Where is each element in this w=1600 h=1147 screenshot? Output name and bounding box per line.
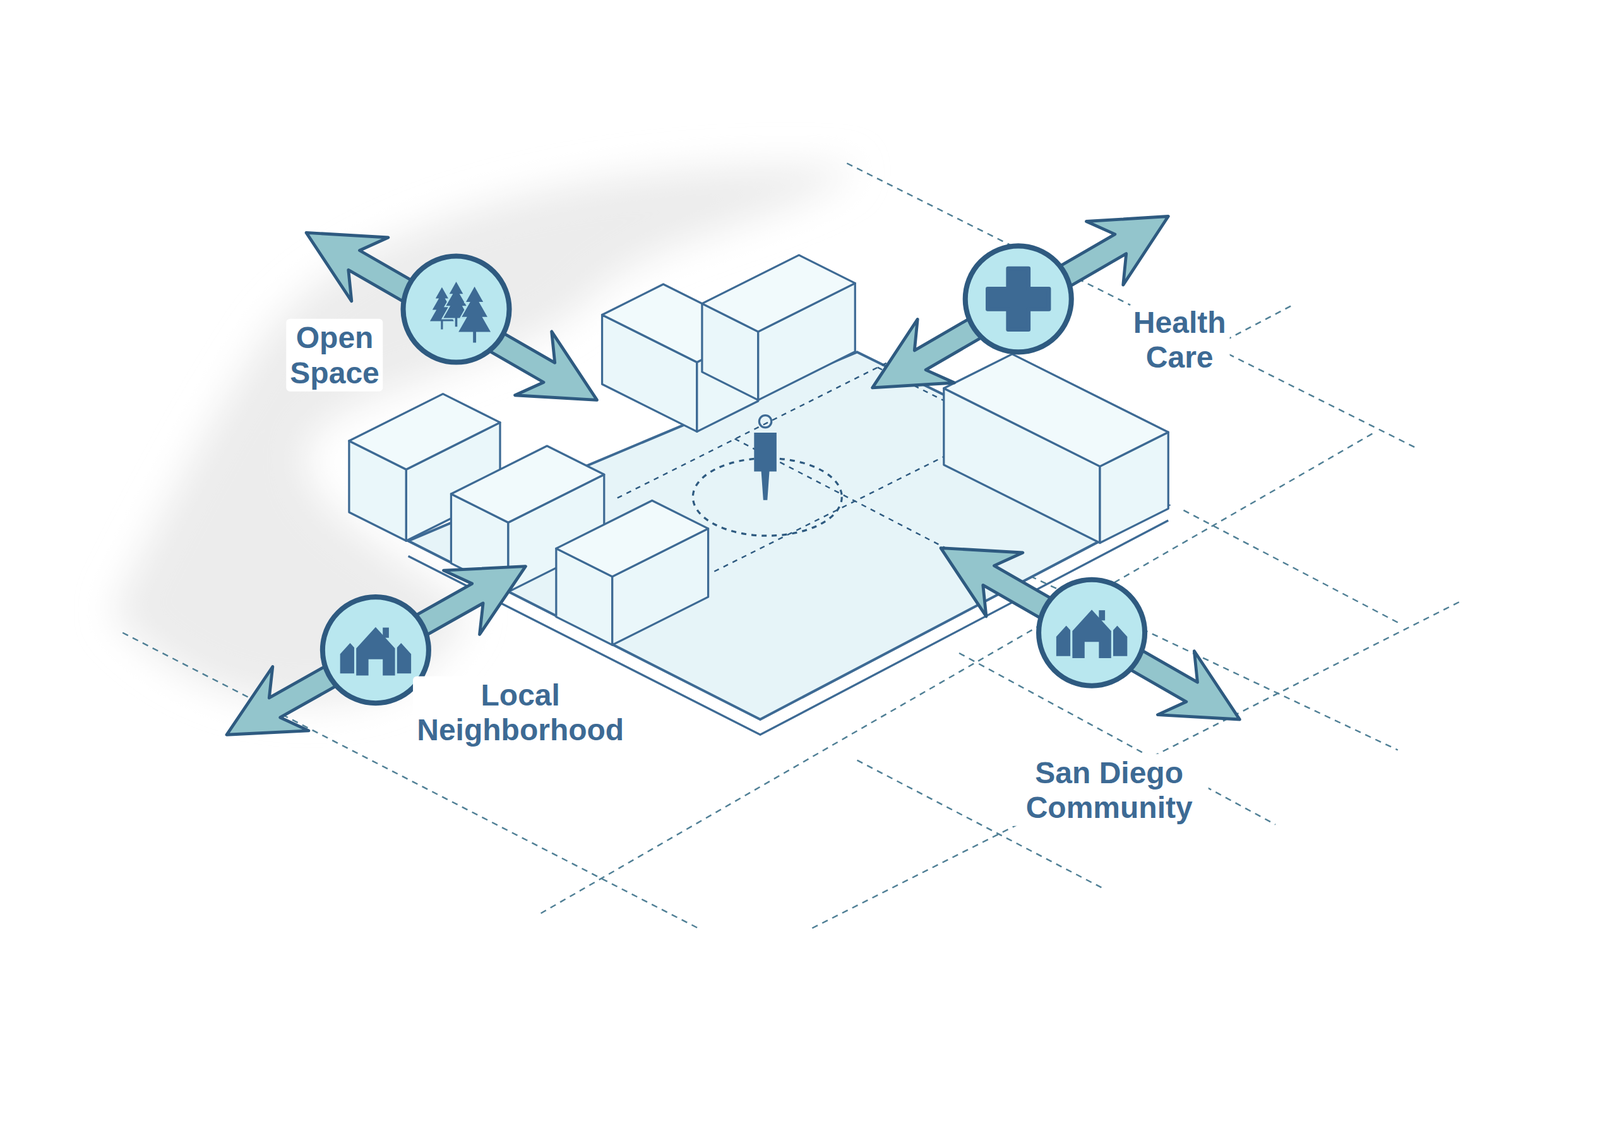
double-arrow bbox=[854, 184, 1188, 420]
building bbox=[556, 500, 709, 645]
chimney bbox=[382, 627, 389, 638]
person-body bbox=[753, 432, 777, 501]
icon-circle bbox=[965, 245, 1072, 352]
double-arrow bbox=[922, 515, 1258, 751]
area-label: San Diego Community bbox=[1009, 753, 1208, 826]
site-platform bbox=[408, 351, 1169, 720]
tree-symbol bbox=[457, 285, 492, 344]
connections bbox=[208, 184, 1258, 767]
cross-symbol bbox=[987, 268, 1049, 330]
house-symbol bbox=[1071, 608, 1113, 660]
building-face bbox=[702, 255, 855, 332]
houses-icon bbox=[339, 625, 413, 677]
building-face bbox=[556, 500, 709, 576]
cross-icon bbox=[987, 268, 1049, 330]
building-face bbox=[450, 445, 604, 523]
house-symbol bbox=[355, 625, 397, 677]
building bbox=[943, 354, 1169, 544]
icon-circle bbox=[403, 256, 510, 363]
area-label: Open Space bbox=[286, 318, 383, 391]
area-label: Local Neighborhood bbox=[412, 676, 628, 749]
street-grid bbox=[122, 163, 1460, 929]
building bbox=[702, 255, 855, 400]
area-label: Health Care bbox=[1129, 303, 1230, 376]
building-face bbox=[349, 394, 501, 470]
person-figure bbox=[692, 415, 842, 537]
trees-icon bbox=[428, 280, 492, 343]
chimney bbox=[1098, 609, 1105, 621]
houses-icon bbox=[1055, 608, 1129, 660]
grid-line bbox=[1020, 571, 1398, 751]
person-head bbox=[758, 415, 771, 428]
double-arrow bbox=[287, 200, 615, 432]
icon-circle bbox=[1038, 579, 1145, 686]
grid-line bbox=[1183, 510, 1398, 623]
